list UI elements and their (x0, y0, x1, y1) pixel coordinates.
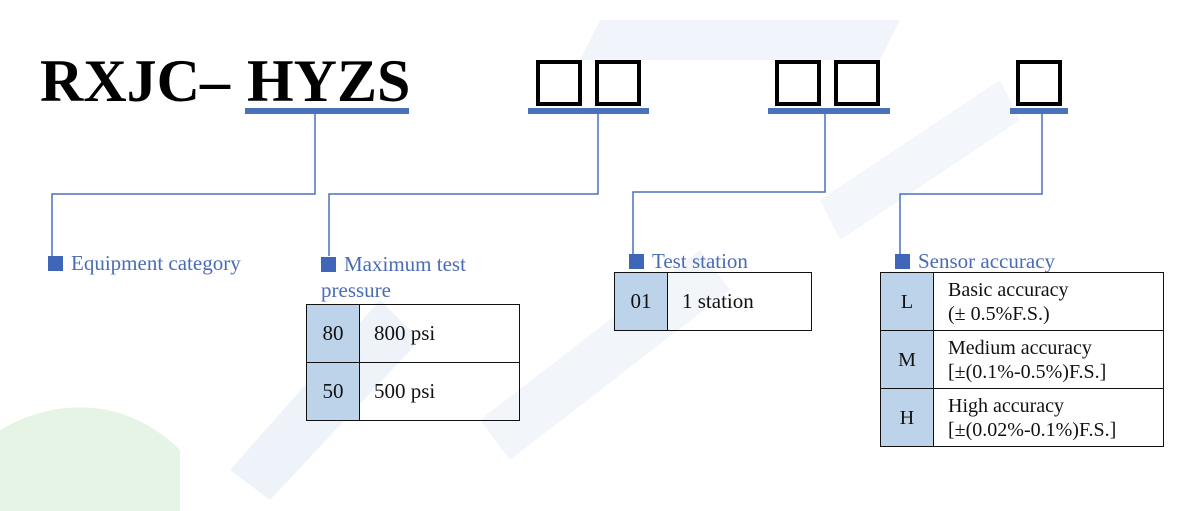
value-line1: Basic accuracy (948, 278, 1069, 301)
code-cell: 01 (614, 272, 668, 331)
table-row: 01 1 station (614, 272, 812, 331)
underline-accuracy (1010, 108, 1068, 114)
connector-category (51, 114, 316, 256)
placeholder-box-station-2 (834, 60, 880, 106)
underline-series (245, 108, 409, 114)
value-line2: [±(0.1%-0.5%)F.S.] (948, 360, 1107, 383)
value-line1: Medium accuracy (948, 336, 1092, 359)
table-row: M Medium accuracy [±(0.1%-0.5%)F.S.] (880, 330, 1164, 389)
code-cell: L (880, 272, 934, 331)
table-row: L Basic accuracy (± 0.5%F.S.) (880, 272, 1164, 331)
underline-pressure (528, 108, 649, 114)
placeholder-box-station-1 (775, 60, 821, 106)
bullet-square-icon (895, 254, 910, 269)
code-cell: 80 (306, 304, 360, 363)
label-text: Test station (652, 249, 748, 273)
station-table: 01 1 station (614, 272, 812, 331)
model-series: HYZS (247, 48, 411, 114)
label-text: Sensor accuracy (918, 249, 1056, 273)
placeholder-box-pressure-1 (536, 60, 582, 106)
label-maximum-test-pressure: Maximum test pressure (321, 251, 466, 303)
value-line2: (± 0.5%F.S.) (948, 302, 1050, 325)
model-prefix: RXJC– (40, 48, 230, 114)
label-text-line1: Maximum test (344, 252, 466, 276)
connector-accuracy (899, 114, 1043, 254)
accuracy-table: L Basic accuracy (± 0.5%F.S.) M Medium a… (880, 272, 1164, 447)
code-cell: M (880, 330, 934, 389)
connector-station (632, 114, 826, 254)
underline-station (768, 108, 890, 114)
value-cell: High accuracy [±(0.02%-0.1%)F.S.] (933, 388, 1164, 447)
bullet-square-icon (321, 257, 336, 272)
value-cell: 1 station (667, 272, 812, 331)
value-line1: High accuracy (948, 394, 1065, 417)
label-text-line2: pressure (321, 278, 391, 302)
label-sensor-accuracy: Sensor accuracy (895, 248, 1055, 274)
table-row: H High accuracy [±(0.02%-0.1%)F.S.] (880, 388, 1164, 447)
label-equipment-category: Equipment category (48, 250, 241, 276)
label-text: Equipment category (71, 251, 241, 275)
code-cell: H (880, 388, 934, 447)
pressure-table: 80 800 psi 50 500 psi (306, 304, 520, 421)
value-cell: Basic accuracy (± 0.5%F.S.) (933, 272, 1164, 331)
connector-pressure (328, 114, 599, 256)
label-test-station: Test station (629, 248, 748, 274)
bullet-square-icon (629, 254, 644, 269)
value-cell: Medium accuracy [±(0.1%-0.5%)F.S.] (933, 330, 1164, 389)
table-row: 80 800 psi (306, 304, 520, 363)
value-line2: [±(0.02%-0.1%)F.S.] (948, 418, 1117, 441)
bullet-square-icon (48, 256, 63, 271)
placeholder-box-accuracy (1016, 60, 1062, 106)
table-row: 50 500 psi (306, 362, 520, 421)
placeholder-box-pressure-2 (595, 60, 641, 106)
value-cell: 500 psi (359, 362, 520, 421)
value-cell: 800 psi (359, 304, 520, 363)
code-cell: 50 (306, 362, 360, 421)
